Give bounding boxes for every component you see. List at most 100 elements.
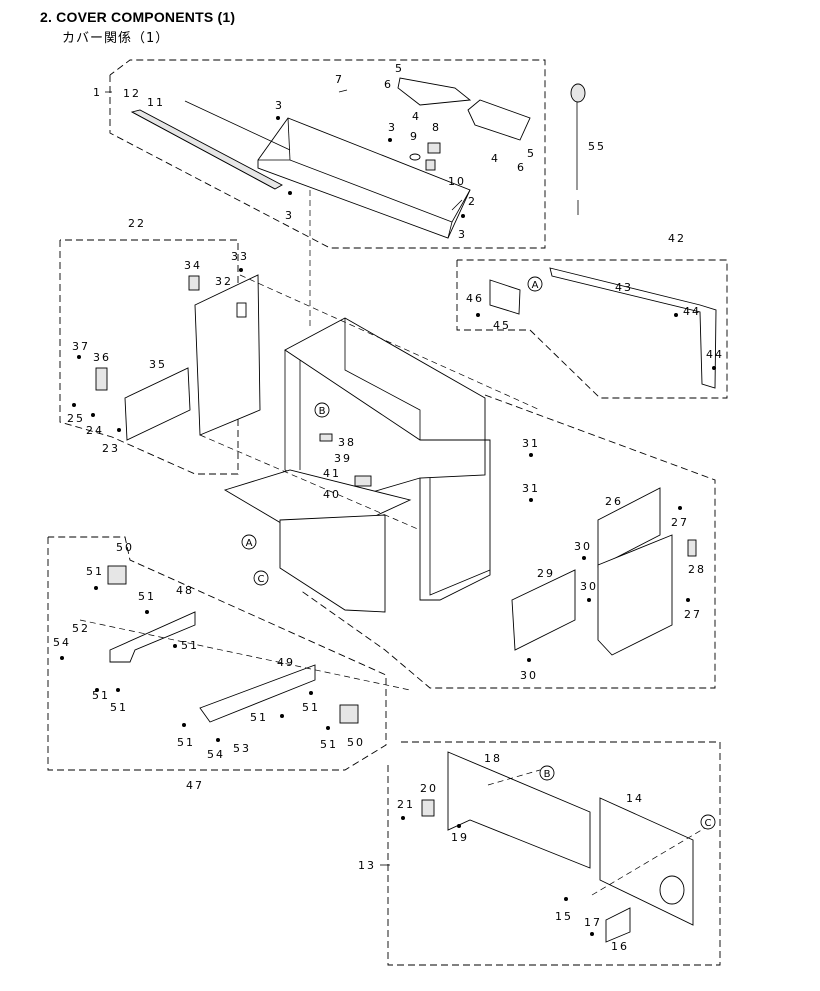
ref-mark-b-cover: [539, 765, 555, 781]
group-47-bottom-brackets: [47, 536, 387, 771]
callout-54: 54: [53, 636, 71, 649]
callout-51: 51: [302, 701, 320, 714]
part-40: [354, 475, 372, 487]
callout-labels: 1 12 11 3 7 5 6 4 3 9 8 4 5 6 10 3 2 3 5…: [53, 62, 722, 953]
callout-3: 3: [388, 121, 397, 134]
callout-32: 32: [215, 275, 233, 288]
lamp-part: [570, 83, 586, 103]
callout-39: 39: [334, 452, 352, 465]
cover-part-18: [447, 751, 591, 869]
callout-33: 33: [231, 250, 249, 263]
group-1-top-cover: [105, 59, 586, 249]
callout-19: 19: [451, 831, 469, 844]
callout-43: 43: [615, 281, 633, 294]
callout-5: 5: [527, 147, 536, 160]
callout-51: 51: [181, 639, 199, 652]
callout-51: 51: [320, 738, 338, 751]
callout-44: 44: [683, 305, 701, 318]
part-38: [319, 433, 333, 442]
callout-25: 25: [67, 412, 85, 425]
callout-14: 14: [626, 792, 644, 805]
callout-4: 4: [412, 110, 421, 123]
callout-30: 30: [520, 669, 538, 682]
screw-markers: [60, 116, 716, 936]
ref-mark-a-frame: [241, 534, 257, 550]
group-13-lower-covers: [380, 741, 721, 966]
callout-23: 23: [102, 442, 120, 455]
callout-29: 29: [537, 567, 555, 580]
ref-mark-a-top-label: A: [532, 280, 539, 291]
bracket-part-left: [397, 77, 472, 106]
rail-part: [130, 109, 283, 190]
callout-3: 3: [458, 228, 467, 241]
bracket-part-34: [188, 275, 200, 291]
callout-51: 51: [177, 736, 195, 749]
callout-30: 30: [580, 580, 598, 593]
panel-part-43: [549, 267, 717, 389]
reference-marks: A B A C B C: [241, 276, 716, 830]
callout-4: 4: [491, 152, 500, 165]
callout-3: 3: [285, 209, 294, 222]
callout-31: 31: [522, 437, 540, 450]
hinge-part-28: [687, 539, 697, 557]
callout-34: 34: [184, 259, 202, 272]
fan-hole: [659, 875, 685, 905]
callout-54: 54: [207, 748, 225, 761]
callout-38: 38: [338, 436, 356, 449]
callout-49: 49: [277, 656, 295, 669]
bracket-part-36: [95, 367, 108, 391]
cover-part-27: [597, 534, 673, 656]
callout-18: 18: [484, 752, 502, 765]
callout-15: 15: [555, 910, 573, 923]
callout-37: 37: [72, 340, 90, 353]
group-42-rear-panel: [456, 259, 728, 399]
callout-22: 22: [128, 217, 146, 230]
callout-47: 47: [186, 779, 204, 792]
page-title: 2. COVER COMPONENTS (1): [40, 9, 236, 25]
callout-31: 31: [522, 482, 540, 495]
knob-part: [425, 159, 436, 171]
callout-28: 28: [688, 563, 706, 576]
cover-part-14: [599, 797, 694, 926]
callout-42: 42: [668, 232, 686, 245]
callout-21: 21: [397, 798, 415, 811]
top-cover-part: [257, 117, 471, 239]
callout-10: 10: [448, 175, 466, 188]
callout-50: 50: [347, 736, 365, 749]
clip-part-50a: [107, 565, 127, 585]
panel-part-35: [124, 367, 191, 441]
callout-53: 53: [233, 742, 251, 755]
callout-55: 55: [588, 140, 606, 153]
callout-20: 20: [420, 782, 438, 795]
bracket-part-right: [467, 99, 531, 141]
callout-26: 26: [605, 495, 623, 508]
callout-17: 17: [584, 916, 602, 929]
ref-mark-c-cover-label: C: [705, 818, 712, 829]
callout-51: 51: [86, 565, 104, 578]
callout-51: 51: [110, 701, 128, 714]
indicator-part: [427, 142, 441, 154]
callout-30: 30: [574, 540, 592, 553]
callout-46: 46: [466, 292, 484, 305]
callout-51: 51: [138, 590, 156, 603]
callout-2: 2: [468, 195, 477, 208]
callout-3: 3: [275, 99, 284, 112]
callout-8: 8: [432, 121, 441, 134]
page-subtitle: カバー関係（1）: [62, 31, 170, 46]
callout-6: 6: [384, 78, 393, 91]
group-22-main-frame: [59, 239, 491, 613]
callout-13: 13: [358, 859, 376, 872]
ref-mark-a-frame-label: A: [246, 538, 253, 549]
group-right-side-covers: [299, 394, 716, 689]
base-lower-part: [279, 514, 386, 613]
plate-part-45: [489, 279, 521, 315]
callout-1: 1: [93, 86, 102, 99]
callout-35: 35: [149, 358, 167, 371]
callout-11: 11: [147, 96, 165, 109]
part-20: [421, 799, 435, 817]
ref-mark-b-frame-label: B: [319, 406, 326, 417]
callout-6: 6: [517, 161, 526, 174]
callout-48: 48: [176, 584, 194, 597]
cover-part-26: [597, 487, 661, 568]
